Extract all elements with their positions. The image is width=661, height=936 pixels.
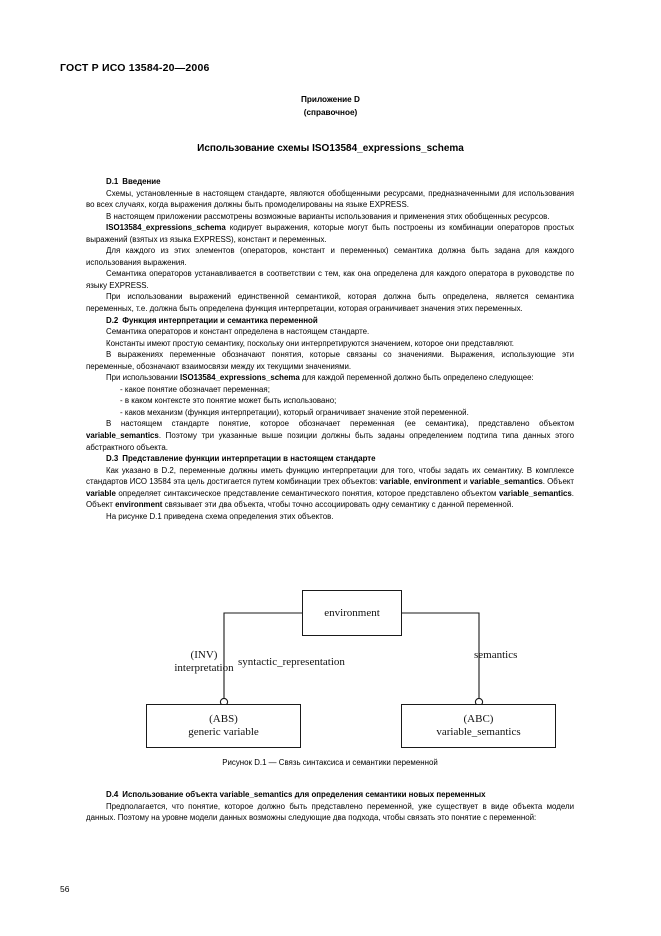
figure-label-syntactic-representation: syntactic_representation [238,656,345,668]
annex-heading-line1: Приложение D [301,95,360,104]
section-number-d3: D.3 [106,454,119,464]
paragraph-d3-2: На рисунке D.1 приведена схема определен… [106,511,334,521]
section-number-d2: D.2 [106,315,119,325]
term-variable-2: variable [86,488,116,498]
term-variable-semantics: variable_semantics [86,431,159,441]
figure-label-interpretation-line1: (INV) [190,649,218,661]
section-title-d4-pre: Использование объекта [122,790,220,799]
figure-box-environment-label: environment [324,606,380,619]
section-title-d4-term: variable_semantics [219,790,293,799]
paragraph-d2-1: Семантика операторов и констант определе… [106,327,370,337]
figure-box-generic-variable[interactable]: (ABS) generic variable [146,704,301,748]
figure-label-interpretation-line2: interpretation [174,662,234,674]
section-title-d2: Функция интерпретации и семантика переме… [122,315,318,325]
page-number: 56 [60,884,70,894]
section-title-d4-post: для определения семантики новых переменн… [292,790,486,799]
paragraph-d2-5: В настоящем стандарте понятие, которое о… [86,418,574,453]
paragraph-d2-5-pre: В настоящем стандарте понятие, которое о… [106,419,574,429]
list-item: - какое понятие обозначает переменная; [120,384,270,394]
figure-canvas: environment (ABS) generic variable (ABC)… [86,588,574,753]
paragraph-d1-1: Схемы, установленные в настоящем стандар… [86,188,574,210]
term-environment-2: environment [115,500,163,510]
section-title-d1: Введение [122,177,161,186]
figure-box-environment[interactable]: environment [302,590,402,636]
paragraph-d1-3: ISO13584_expressions_schema кодирует выр… [86,222,574,245]
paragraph-d1-6: При использовании выражений единственной… [86,292,574,314]
figure-label-semantics: semantics [474,649,518,661]
figure-caption: Рисунок D.1 — Связь синтаксиса и семанти… [222,758,438,767]
figure-box-variable-semantics[interactable]: (ABC) variable_semantics [401,704,556,748]
list-item: - в каком контексте это понятие может бы… [120,396,337,406]
paragraph-d3-1-d: и [461,477,470,487]
term-variable-semantics-3: variable_semantics [498,488,572,498]
running-head: ГОСТ Р ИСО 13584-20—2006 [60,62,210,74]
term-expressions-schema-2: ISO13584_expressions_schema [180,373,300,383]
section-number-d4: D.4 [106,790,119,799]
paragraph-d1-2: В настоящем приложении рассмотрены возмо… [106,211,550,221]
paragraph-d4-1: Предполагается, что понятие, которое дол… [86,801,574,823]
paragraph-d2-3: В выражениях переменные обозначают понят… [86,350,574,371]
paragraph-d2-5-post: . Поэтому три указанные выше позиции дол… [86,431,574,452]
paragraph-d3-1: Как указано в D.2, переменные должны име… [86,465,574,511]
paragraph-d3-1-c: , [409,477,414,487]
paragraph-d3-1-g: . Объект [86,488,574,510]
paragraph-d3-1-a: Как указано в D.2, переменные должны име… [86,465,574,487]
page-title: Использование схемы ISO13584_expressions… [197,143,464,154]
term-expressions-schema: ISO13584_expressions_schema [106,223,226,233]
figure-box-generic-variable-line2: generic variable [188,726,259,738]
paragraph-d2-4-pre: При использовании [106,373,180,383]
paragraph-d2-2: Константы имеют простую семантику, поско… [106,338,514,348]
figure-box-variable-semantics-line2: variable_semantics [436,726,521,738]
paragraph-d2-4: При использовании ISO13584_expressions_s… [86,372,574,384]
paragraph-d3-1-f: определяет синтаксическое представление … [115,488,499,498]
section-number-d1: D.1 [106,177,119,186]
figure-box-generic-variable-line1: (ABS) [209,713,238,725]
paragraph-d2-4-post: для каждой переменной должно быть опреде… [299,373,534,383]
paragraph-d1-5: Семантика операторов устанавливается в с… [86,269,574,290]
term-environment: environment [413,477,462,487]
list-item: - каков механизм (функция интерпретации)… [120,407,469,417]
paragraph-d1-3-rest: кодирует выражения, которые могут быть п… [86,223,574,244]
figure-label-interpretation: (INV) interpretation [156,649,252,675]
section-title-d3: Представление функции интерпретации в на… [122,454,376,464]
figure-box-variable-semantics-line1: (ABC) [463,713,494,725]
paragraph-d3-1-h: связывает эти два объекта, чтобы точно а… [162,500,514,510]
annex-heading: Приложение D (справочное) [0,93,661,119]
figure-d1: environment (ABS) generic variable (ABC)… [86,588,574,784]
paragraph-d1-4: Для каждого из этих элементов (операторо… [86,246,574,267]
annex-heading-line2: (справочное) [303,108,358,117]
term-variable-semantics-2: variable_semantics [469,477,543,487]
paragraph-d3-1-e: . Объект [542,477,574,487]
term-variable: variable [379,477,410,487]
